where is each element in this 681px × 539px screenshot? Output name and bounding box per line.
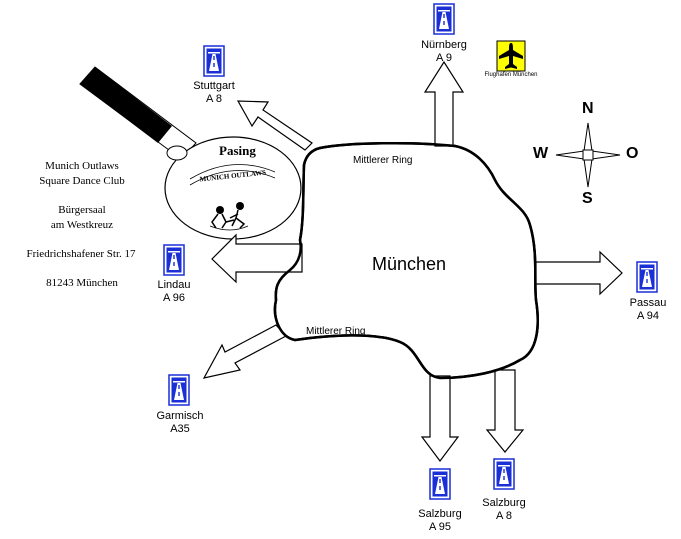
- compass-north: N: [582, 100, 594, 117]
- compass-rose: [555, 122, 621, 188]
- arrow-stuttgart: [236, 100, 313, 151]
- autobahn-sign-garmisch: [168, 374, 190, 406]
- airport-label: Flughafen München: [484, 72, 538, 78]
- destination-road: A 95: [428, 521, 452, 533]
- autobahn-sign-salzburg-a8: [493, 458, 515, 490]
- arrow-garmisch: [202, 324, 287, 379]
- destination-road: A35: [170, 423, 190, 435]
- city-label: München: [372, 254, 447, 274]
- destination-garmisch: Garmisch A35: [140, 410, 220, 436]
- compass-west: W: [533, 145, 549, 162]
- compass-south: S: [582, 190, 593, 207]
- railway-line: [79, 66, 197, 160]
- compass-east: O: [626, 145, 639, 162]
- destination-road: A 96: [162, 292, 186, 304]
- arrow-salzburg-a95: [420, 375, 460, 462]
- ring-label-north: Mittlerer Ring: [353, 155, 413, 166]
- destination-road: A 9: [436, 52, 452, 64]
- arrow-north: [423, 60, 465, 147]
- destination-city: Salzburg: [418, 508, 462, 520]
- destination-salzburg-a8: Salzburg A 8: [464, 497, 544, 523]
- ring-label-south: Mittlerer Ring: [306, 326, 366, 337]
- destination-stuttgart: Stuttgart A 8: [174, 80, 254, 106]
- destination-lindau: Lindau A 96: [134, 279, 214, 305]
- destination-road: A 8: [496, 510, 512, 522]
- venue-street: Friedrichshafener Str. 17: [26, 248, 136, 260]
- destination-city: Garmisch: [156, 410, 204, 422]
- destination-road: A 8: [206, 93, 222, 105]
- club-name-line2: Square Dance Club: [39, 175, 125, 187]
- autobahn-sign-nuernberg: [433, 3, 455, 35]
- destination-city: Passau: [629, 297, 667, 309]
- destination-city: Salzburg: [482, 497, 526, 509]
- arrow-salzburg-a8: [485, 369, 525, 453]
- autobahn-sign-passau: [636, 261, 658, 293]
- destination-city: Nürnberg: [421, 39, 467, 51]
- arrow-lindau: [211, 233, 303, 284]
- club-name-line1: Munich Outlaws: [45, 160, 119, 172]
- autobahn-sign-salzburg-a95: [429, 468, 451, 500]
- destination-nuernberg: Nürnberg A 9: [404, 39, 484, 65]
- venue-postal: 81243 München: [46, 277, 118, 289]
- district-label: Pasing: [219, 143, 256, 158]
- destination-city: Lindau: [157, 279, 191, 291]
- destination-road: A 94: [636, 310, 660, 322]
- rail-end-cap: [166, 145, 188, 161]
- arrow-passau: [535, 250, 623, 296]
- airplane-icon: [496, 40, 526, 72]
- autobahn-sign-lindau: [163, 244, 185, 276]
- destination-salzburg-a95: Salzburg A 95: [400, 508, 480, 534]
- venue-line2: am Westkreuz: [50, 219, 114, 231]
- destination-city: Stuttgart: [193, 80, 235, 92]
- destination-passau: Passau A 94: [608, 297, 681, 323]
- autobahn-sign-stuttgart: [203, 45, 225, 77]
- venue-line1: Bürgersaal: [58, 204, 106, 216]
